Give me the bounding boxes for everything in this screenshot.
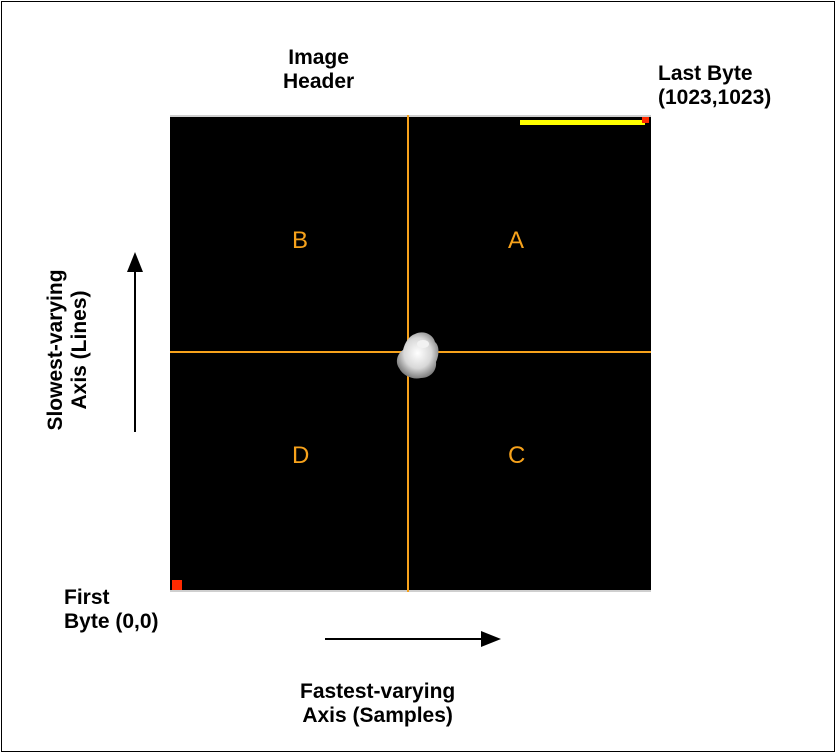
image-header-label: Image Header <box>283 46 354 94</box>
first-byte-label-line2: Byte (0,0) <box>64 610 159 633</box>
fastest-axis-label-line2: Axis (Samples) <box>302 704 453 727</box>
asteroid-image <box>396 332 439 379</box>
image-array: B A D C <box>170 115 651 592</box>
quadrant-b-label: B <box>292 227 309 254</box>
first-byte-label: First Byte (0,0) <box>64 586 159 634</box>
slowest-axis-label-line1: Slowest-varying <box>44 269 67 431</box>
slowest-axis-label-line2: Axis (Lines) <box>68 290 91 410</box>
vertical-arrow-icon <box>127 252 143 432</box>
fastest-axis-label-line1: Fastest-varying <box>300 680 456 703</box>
image-bottom-edge <box>170 590 651 592</box>
image-header-label-line2: Header <box>283 70 355 93</box>
first-byte-marker <box>172 580 182 590</box>
horizontal-arrow-icon <box>325 631 501 647</box>
quadrant-a-label: A <box>508 227 525 254</box>
image-header-label-line1: Image <box>288 46 349 69</box>
slowest-axis-label: Slowest-varying Axis (Lines) <box>44 269 92 430</box>
image-header-bar <box>520 120 645 125</box>
quadrant-c-label: C <box>508 442 526 469</box>
last-byte-marker <box>642 117 649 123</box>
last-byte-label-line2: (1023,1023) <box>658 86 772 109</box>
image-top-edge <box>170 115 651 117</box>
first-byte-label-line1: First <box>64 586 110 609</box>
last-byte-label-line1: Last Byte <box>658 62 753 85</box>
fastest-axis-label: Fastest-varying Axis (Samples) <box>300 680 455 728</box>
last-byte-label: Last Byte (1023,1023) <box>658 62 771 110</box>
quadrant-d-label: D <box>292 442 310 469</box>
